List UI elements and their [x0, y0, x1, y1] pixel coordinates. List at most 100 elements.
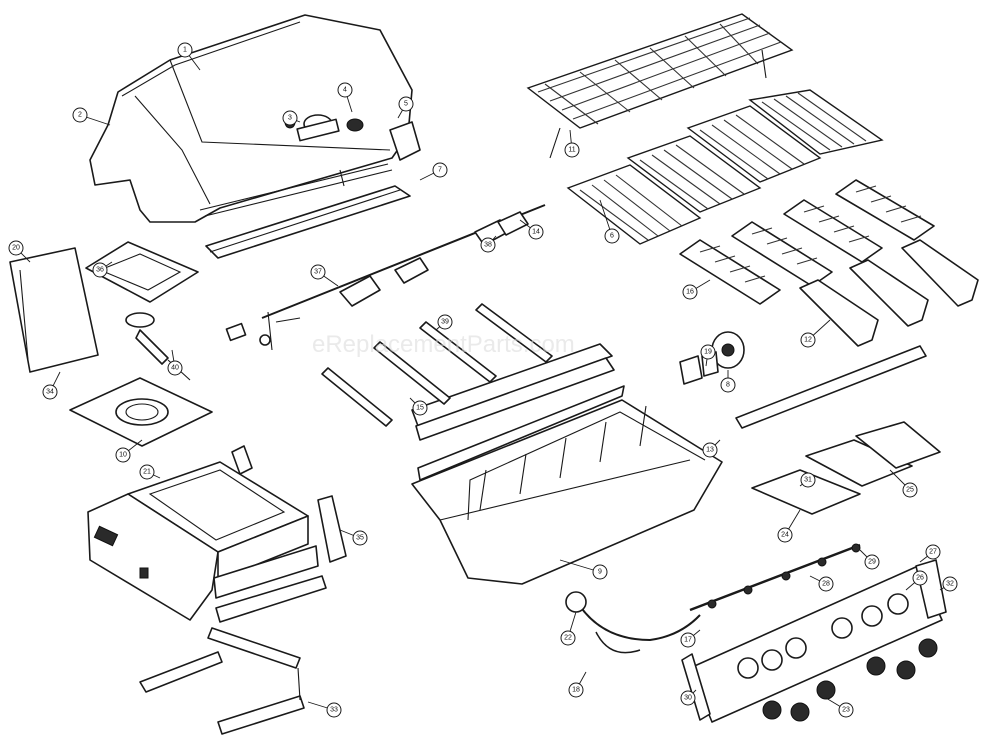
- callout-label: 35: [356, 535, 364, 542]
- callout-label: 15: [416, 405, 424, 412]
- callout-bubble: [720, 377, 736, 393]
- callout-bubble: [326, 702, 342, 718]
- callout-bubble: [282, 110, 298, 126]
- callout-bubble: [564, 142, 580, 158]
- watermark-text: eReplacementParts.com: [312, 331, 575, 358]
- callout-bubble: [92, 262, 108, 278]
- callout-label: 5: [404, 101, 408, 108]
- callout-label: 33: [330, 707, 338, 714]
- callout-bubble: [800, 472, 816, 488]
- callout-bubble: [604, 228, 620, 244]
- crossover-tube: [735, 345, 927, 429]
- grill-lid: [89, 14, 421, 259]
- callout-label: 12: [804, 337, 812, 344]
- regulator-hose: [565, 591, 701, 654]
- callout-bubble: [337, 82, 353, 98]
- callout-label: 34: [46, 389, 54, 396]
- callout-label: 1: [183, 47, 187, 54]
- cart-brackets: [139, 627, 305, 735]
- callout-bubble: [480, 237, 496, 253]
- callout-label: 40: [171, 365, 179, 372]
- cook-box: [411, 343, 723, 585]
- igniter-module: [679, 331, 745, 385]
- callout-bubble: [528, 224, 544, 240]
- burner-tubes: [321, 303, 553, 427]
- callout-bubble: [942, 576, 958, 592]
- callout-bubble: [139, 464, 155, 480]
- callout-label: 14: [532, 229, 540, 236]
- callout-bubble: [560, 630, 576, 646]
- callout-label: 4: [343, 87, 347, 94]
- callout-label: 24: [781, 532, 789, 539]
- callout-bubble: [167, 360, 183, 376]
- callout-bubble: [432, 162, 448, 178]
- callout-bubble: [682, 284, 698, 300]
- callout-label: 2: [78, 112, 82, 119]
- callout-label: 17: [684, 637, 692, 644]
- callout-bubble: [838, 702, 854, 718]
- callout-label: 13: [706, 447, 714, 454]
- drip-tray: [751, 421, 941, 515]
- callout-bubble: [864, 554, 880, 570]
- cooking-grates: [566, 89, 884, 245]
- callout-label: 37: [314, 269, 322, 276]
- callout-bubble: [177, 42, 193, 58]
- callout-label: 25: [906, 487, 914, 494]
- callout-label: 20: [12, 245, 20, 252]
- callout-label: 38: [484, 242, 492, 249]
- callout-label: 16: [686, 289, 694, 296]
- control-knobs: [762, 638, 938, 722]
- callout-label: 29: [868, 559, 876, 566]
- callout-label: 30: [684, 695, 692, 702]
- callout-label: 3: [288, 115, 292, 122]
- callout-bubble: [72, 107, 88, 123]
- callout-bubble: [902, 482, 918, 498]
- callout-label: 8: [726, 382, 730, 389]
- callout-label: 11: [568, 147, 575, 154]
- callout-bubble: [680, 632, 696, 648]
- callout-label: 36: [96, 267, 104, 274]
- callout-bubble: [398, 96, 414, 112]
- callout-bubble: [412, 400, 428, 416]
- callout-bubble: [310, 264, 326, 280]
- callout-bubble: [568, 682, 584, 698]
- callout-label: 6: [610, 233, 614, 240]
- callout-bubble: [352, 530, 368, 546]
- side-burner: [69, 241, 213, 447]
- heat-deflectors: [799, 239, 979, 347]
- callout-label: 21: [143, 469, 151, 476]
- gas-manifold: [689, 543, 861, 612]
- cart-frame: [87, 445, 347, 623]
- callout-label: 31: [804, 477, 812, 484]
- rotisserie-spit: [225, 204, 546, 351]
- side-shelf: [9, 247, 99, 373]
- callout-bubble: [912, 570, 928, 586]
- callout-label: 22: [564, 635, 572, 642]
- callout-label: 19: [704, 349, 712, 356]
- callout-label: 18: [572, 687, 580, 694]
- callout-label: 7: [438, 167, 442, 174]
- warming-rack: [526, 13, 794, 159]
- callout-bubble: [115, 447, 131, 463]
- callout-bubble: [680, 690, 696, 706]
- callout-bubble: [437, 314, 453, 330]
- callout-bubble: [800, 332, 816, 348]
- callout-bubble: [702, 442, 718, 458]
- callout-label: 9: [598, 569, 602, 576]
- callout-label: 39: [441, 319, 449, 326]
- callout-label: 28: [822, 581, 830, 588]
- callout-bubble: [777, 527, 793, 543]
- callout-label: 27: [929, 549, 937, 556]
- callout-bubble: [818, 576, 834, 592]
- callout-bubble: [42, 384, 58, 400]
- callout-label: 23: [842, 707, 850, 714]
- callout-bubble: [925, 544, 941, 560]
- callout-bubble: [700, 344, 716, 360]
- callout-bubble: [592, 564, 608, 580]
- callout-label: 32: [946, 581, 954, 588]
- callout-bubble: [8, 240, 24, 256]
- control-panel: [681, 559, 947, 723]
- flavorizer-bars: [679, 179, 935, 305]
